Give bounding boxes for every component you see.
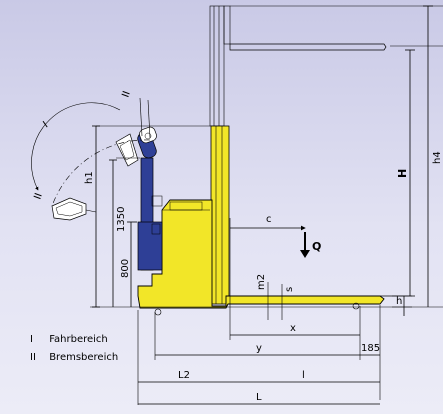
dimension-labels: I II II h1 1350 800 h4 H c Q m2 s h x y … [32,90,443,403]
label-Q: Q [312,240,321,253]
tiller-head-lowered [51,197,97,221]
label-h: h [396,296,402,307]
mast-extended [209,5,443,127]
label-L2: L2 [178,370,190,381]
legend-item-bremsbereich: II Bremsbereich [30,352,118,363]
label-H: H [396,169,409,178]
tiller-head-mid [115,133,139,167]
truck-chassis [137,199,385,309]
arc-label-II-left: II [32,192,44,201]
legend-label-bremsbereich: Bremsbereich [49,352,119,363]
label-h4: h4 [432,151,443,164]
tiller-head-upright [137,126,157,159]
legend-label-fahrbereich: Fahrbereich [49,334,108,345]
tiller-swing-arcs [31,97,151,207]
load-arrow [300,232,310,258]
legend-roman-II: II [30,352,36,363]
label-800: 800 [120,259,131,278]
label-l: l [302,370,305,381]
tiller-column [137,157,163,271]
dimension-lines [90,5,443,405]
mast-lower [210,125,230,305]
label-L: L [256,392,262,403]
label-185: 185 [361,343,380,354]
label-m2: m2 [256,274,267,290]
legend-item-fahrbereich: I Fahrbereich [30,334,108,345]
arc-label-II-top: II [120,90,132,99]
label-x: x [290,323,296,334]
legend-roman-I: I [30,334,33,345]
label-s: s [284,287,295,292]
arc-label-I: I [41,120,50,131]
label-1350: 1350 [116,207,127,232]
label-y: y [256,343,262,354]
label-c: c [266,214,272,225]
label-h1: h1 [84,171,95,184]
